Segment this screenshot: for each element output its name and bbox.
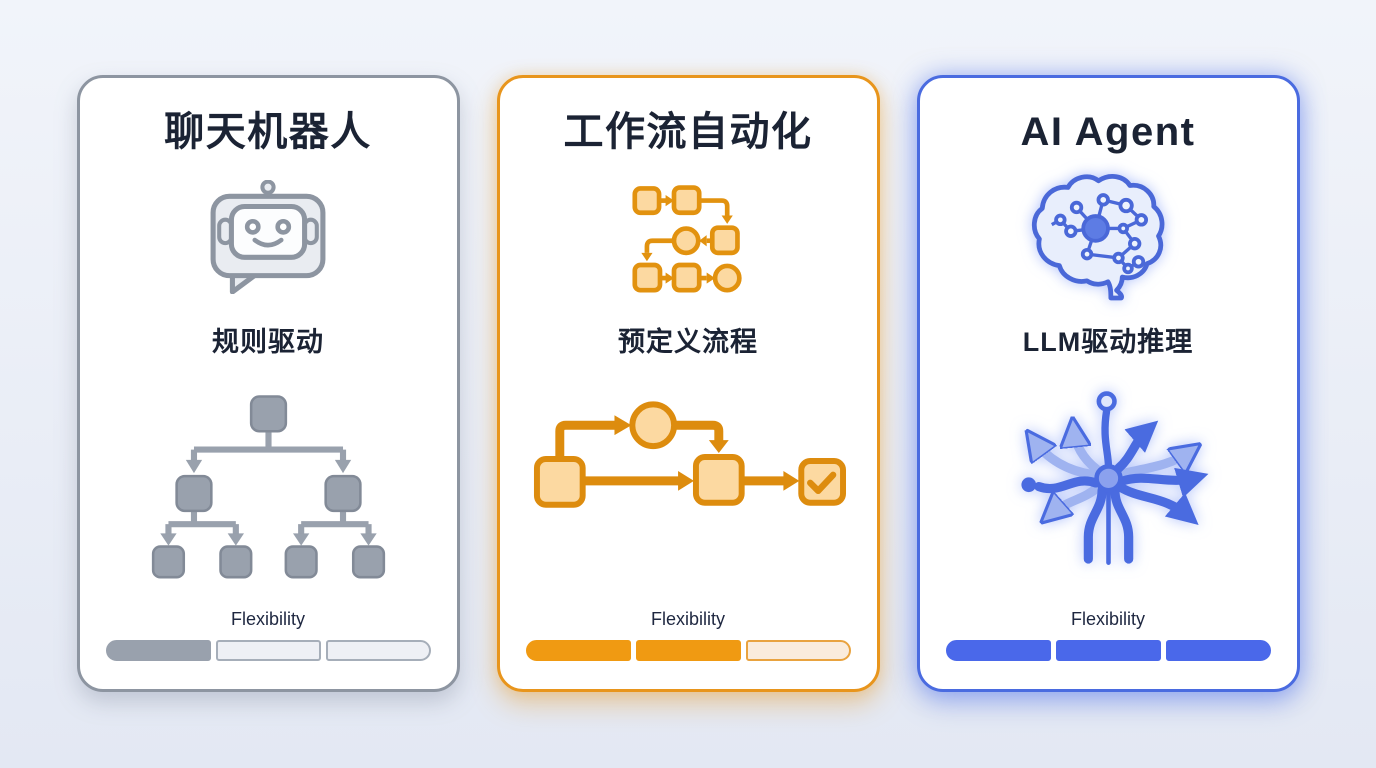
card-diagram-slot — [80, 381, 457, 605]
card-title: 工作流自动化 — [563, 110, 813, 154]
flexibility-segment — [105, 640, 211, 661]
flexibility-bar — [525, 640, 851, 661]
chat-robot-icon — [210, 180, 326, 294]
brain-network-icon — [1032, 174, 1165, 301]
card-subtitle: 规则驱动 — [212, 327, 324, 357]
card-icon-slot — [207, 176, 329, 298]
card-chatbot: 聊天机器人 规则驱动 — [76, 75, 460, 692]
card-diagram-slot — [920, 381, 1297, 605]
flexibility-segment — [1055, 640, 1161, 661]
flexibility-label: Flexibility — [650, 609, 725, 629]
flexibility-segment — [325, 640, 431, 661]
card-icon-slot — [1027, 174, 1189, 301]
flexibility-label: Flexibility — [1070, 609, 1145, 629]
linear-flow-diagram — [533, 401, 847, 508]
flexibility-label: Flexibility — [230, 609, 305, 629]
card-title: 聊天机器人 — [164, 110, 372, 154]
card-workflow-automation: 工作流自动化 — [496, 75, 880, 692]
flexibility-segment — [635, 640, 741, 661]
card-diagram-slot — [500, 381, 877, 605]
card-ai-agent: AI Agent LLM驱动推理 — [916, 75, 1300, 692]
card-subtitle: 预定义流程 — [618, 327, 758, 357]
comparison-cards: 聊天机器人 规则驱动 — [76, 75, 1300, 692]
card-title: AI Agent — [1020, 110, 1196, 154]
flexibility-segment — [745, 640, 851, 661]
flexibility-bar — [105, 640, 431, 661]
flexibility-segment — [215, 640, 321, 661]
flexibility-bar — [945, 640, 1271, 661]
branching-arrows-diagram — [1020, 391, 1208, 565]
flexibility-segment — [525, 640, 631, 661]
card-icon-slot — [604, 176, 772, 298]
flexibility-segment — [945, 640, 1051, 661]
card-subtitle: LLM驱动推理 — [1022, 327, 1194, 357]
workflow-steps-icon — [632, 185, 742, 293]
flexibility-segment — [1165, 640, 1271, 661]
decision-tree-diagram — [151, 394, 385, 578]
